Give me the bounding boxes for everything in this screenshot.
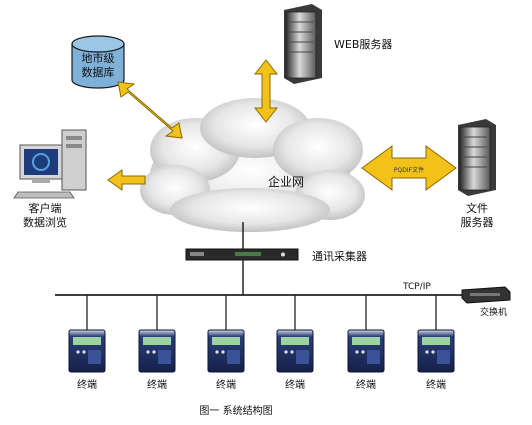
enterprise-network-cloud — [140, 98, 365, 232]
database-label-line1: 地市级 — [82, 51, 115, 65]
terminal-device-5 — [347, 329, 385, 373]
collector-device-icon — [185, 248, 299, 261]
terminal-device-6 — [417, 329, 455, 373]
terminal-label: 终端 — [216, 378, 236, 391]
switch-label: 交换机 — [480, 306, 507, 318]
cloud-label: 企业网 — [268, 174, 304, 189]
collector-label: 通讯采集器 — [312, 249, 367, 263]
web-server-icon — [284, 4, 322, 84]
web-server-label: WEB服务器 — [334, 38, 392, 51]
bus-label: TCP/IP — [402, 282, 431, 292]
file-server-label-line1: 文件 — [466, 201, 488, 215]
terminal-label: 终端 — [356, 378, 376, 391]
client-label-line2: 数据浏览 — [23, 215, 67, 229]
terminal-label: 终端 — [77, 378, 97, 391]
arrow-web-cloud — [253, 59, 279, 123]
database-label-line2: 数据库 — [82, 65, 115, 79]
arrow-cloud-client — [107, 169, 146, 191]
terminal-label: 终端 — [285, 378, 305, 391]
terminal-device-2 — [138, 329, 176, 373]
client-label-line1: 客户端 — [29, 201, 62, 215]
file-server-icon — [458, 119, 496, 196]
arrow-pqdif-label: PQDIF文件 — [394, 166, 424, 174]
terminal-device-4 — [276, 329, 314, 373]
terminal-drops — [86, 295, 437, 330]
client-computer-icon — [13, 129, 87, 199]
terminal-device-3 — [207, 329, 245, 373]
terminal-device-1 — [68, 329, 106, 373]
terminal-label: 终端 — [426, 378, 446, 391]
figure-caption: 图一 系统结构图 — [199, 404, 272, 417]
arrow-cloud-file-server — [361, 145, 457, 191]
terminal-label: 终端 — [147, 378, 167, 391]
file-server-label-line2: 服务器 — [461, 216, 494, 229]
switch-device-icon — [461, 286, 511, 304]
arrow-db-cloud — [117, 81, 183, 139]
